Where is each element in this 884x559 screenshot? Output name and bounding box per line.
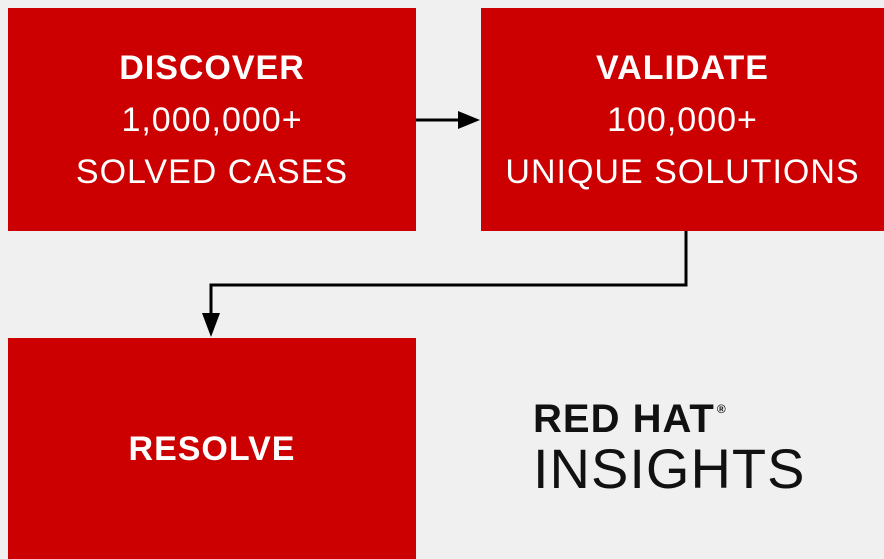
logo-brand: RED HAT ® (533, 398, 805, 440)
discover-description: SOLVED CASES (75, 152, 349, 191)
validate-box: VALIDATE 100,000+ UNIQUE SOLUTIONS (481, 8, 884, 231)
discover-count: 1,000,000+ (121, 100, 303, 139)
discover-box: DISCOVER 1,000,000+ SOLVED CASES (8, 8, 416, 231)
logo-product: INSIGHTS (533, 437, 806, 500)
logo-brand-text: RED HAT (533, 397, 715, 441)
registered-mark: ® (716, 402, 727, 416)
validate-description: UNIQUE SOLUTIONS (505, 152, 860, 191)
resolve-box: RESOLVE (8, 338, 416, 559)
discover-title: DISCOVER (119, 48, 305, 87)
resolve-title: RESOLVE (128, 429, 296, 468)
validate-count: 100,000+ (607, 100, 758, 139)
validate-title: VALIDATE (596, 48, 769, 87)
arrow-validate-to-resolve (202, 231, 688, 337)
arrow-discover-to-validate (416, 111, 480, 129)
red-hat-insights-logo: RED HAT ® INSIGHTS (533, 398, 805, 498)
